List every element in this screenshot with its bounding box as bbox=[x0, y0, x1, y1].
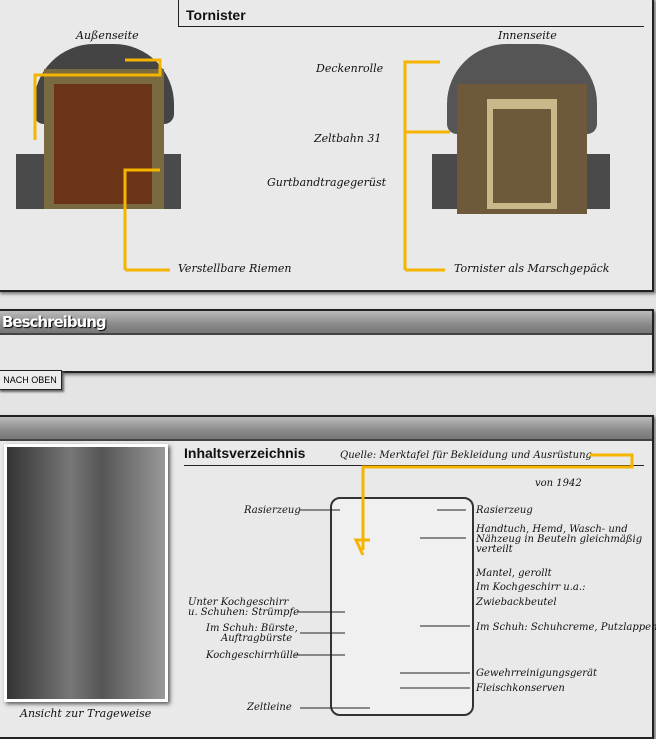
inhalt-lines bbox=[295, 453, 634, 709]
left-label: Auftragbürste bbox=[221, 633, 293, 644]
label-zeltbahn: Zeltbahn 31 bbox=[314, 132, 382, 145]
backpack-diagram bbox=[330, 497, 474, 716]
nach-oben-button[interactable]: NACH OBEN bbox=[0, 370, 62, 390]
right-label: Rasierzeug bbox=[476, 505, 533, 516]
beschreibung-title: Beschreibung bbox=[2, 313, 107, 331]
inside-label: Innenseite bbox=[498, 29, 557, 42]
right-label: Gewehrreinigungsgerät bbox=[476, 668, 598, 679]
right-label: Mantel, gerollt bbox=[476, 568, 552, 579]
right-label: Im Kochgeschirr u.a.: bbox=[476, 582, 586, 593]
right-label: Handtuch, Hemd, Wasch- und bbox=[476, 524, 628, 535]
outside-label: Außenseite bbox=[76, 29, 139, 42]
left-label: Kochgeschirrhülle bbox=[206, 650, 299, 661]
label-marschgepaeck: Tornister als Marschgepäck bbox=[454, 262, 610, 275]
beschreibung-panel: Beschreibung bbox=[0, 309, 654, 373]
inhalt-title: Inhaltsverzeichnis bbox=[184, 445, 306, 461]
label-deckenrolle: Deckenrolle bbox=[316, 62, 384, 75]
left-label: u. Schuhen: Strümpfe bbox=[188, 607, 300, 618]
left-label: Zeltleine bbox=[247, 702, 292, 713]
right-label: Fleischkonserven bbox=[476, 683, 565, 694]
right-label: Im Schuh: Schuhcreme, Putzlappen bbox=[476, 622, 656, 633]
backpack-outside-image bbox=[16, 44, 181, 244]
right-label: verteilt bbox=[476, 544, 513, 555]
right-label: Zwiebackbeutel bbox=[476, 597, 557, 608]
backpack-inside-image bbox=[432, 44, 612, 244]
left-label: Rasierzeug bbox=[244, 505, 301, 516]
soldier-photo bbox=[4, 444, 168, 702]
label-riemen: Verstellbare Riemen bbox=[178, 262, 292, 275]
tornister-arrows bbox=[33, 58, 450, 272]
right-label: Nähzeug in Beuteln gleichmäßig bbox=[476, 534, 643, 545]
left-label: Unter Kochgeschirr bbox=[188, 597, 289, 608]
label-gurtband: Gurtbandtragegerüst bbox=[267, 176, 387, 189]
photo-caption: Ansicht zur Trageweise bbox=[20, 707, 152, 720]
source-text: Quelle: Merktafel für Bekleidung und Aus… bbox=[340, 450, 592, 461]
year-text: von 1942 bbox=[535, 478, 582, 489]
left-label: Im Schuh: Bürste, bbox=[206, 623, 298, 634]
tornister-title: Tornister bbox=[186, 7, 246, 23]
